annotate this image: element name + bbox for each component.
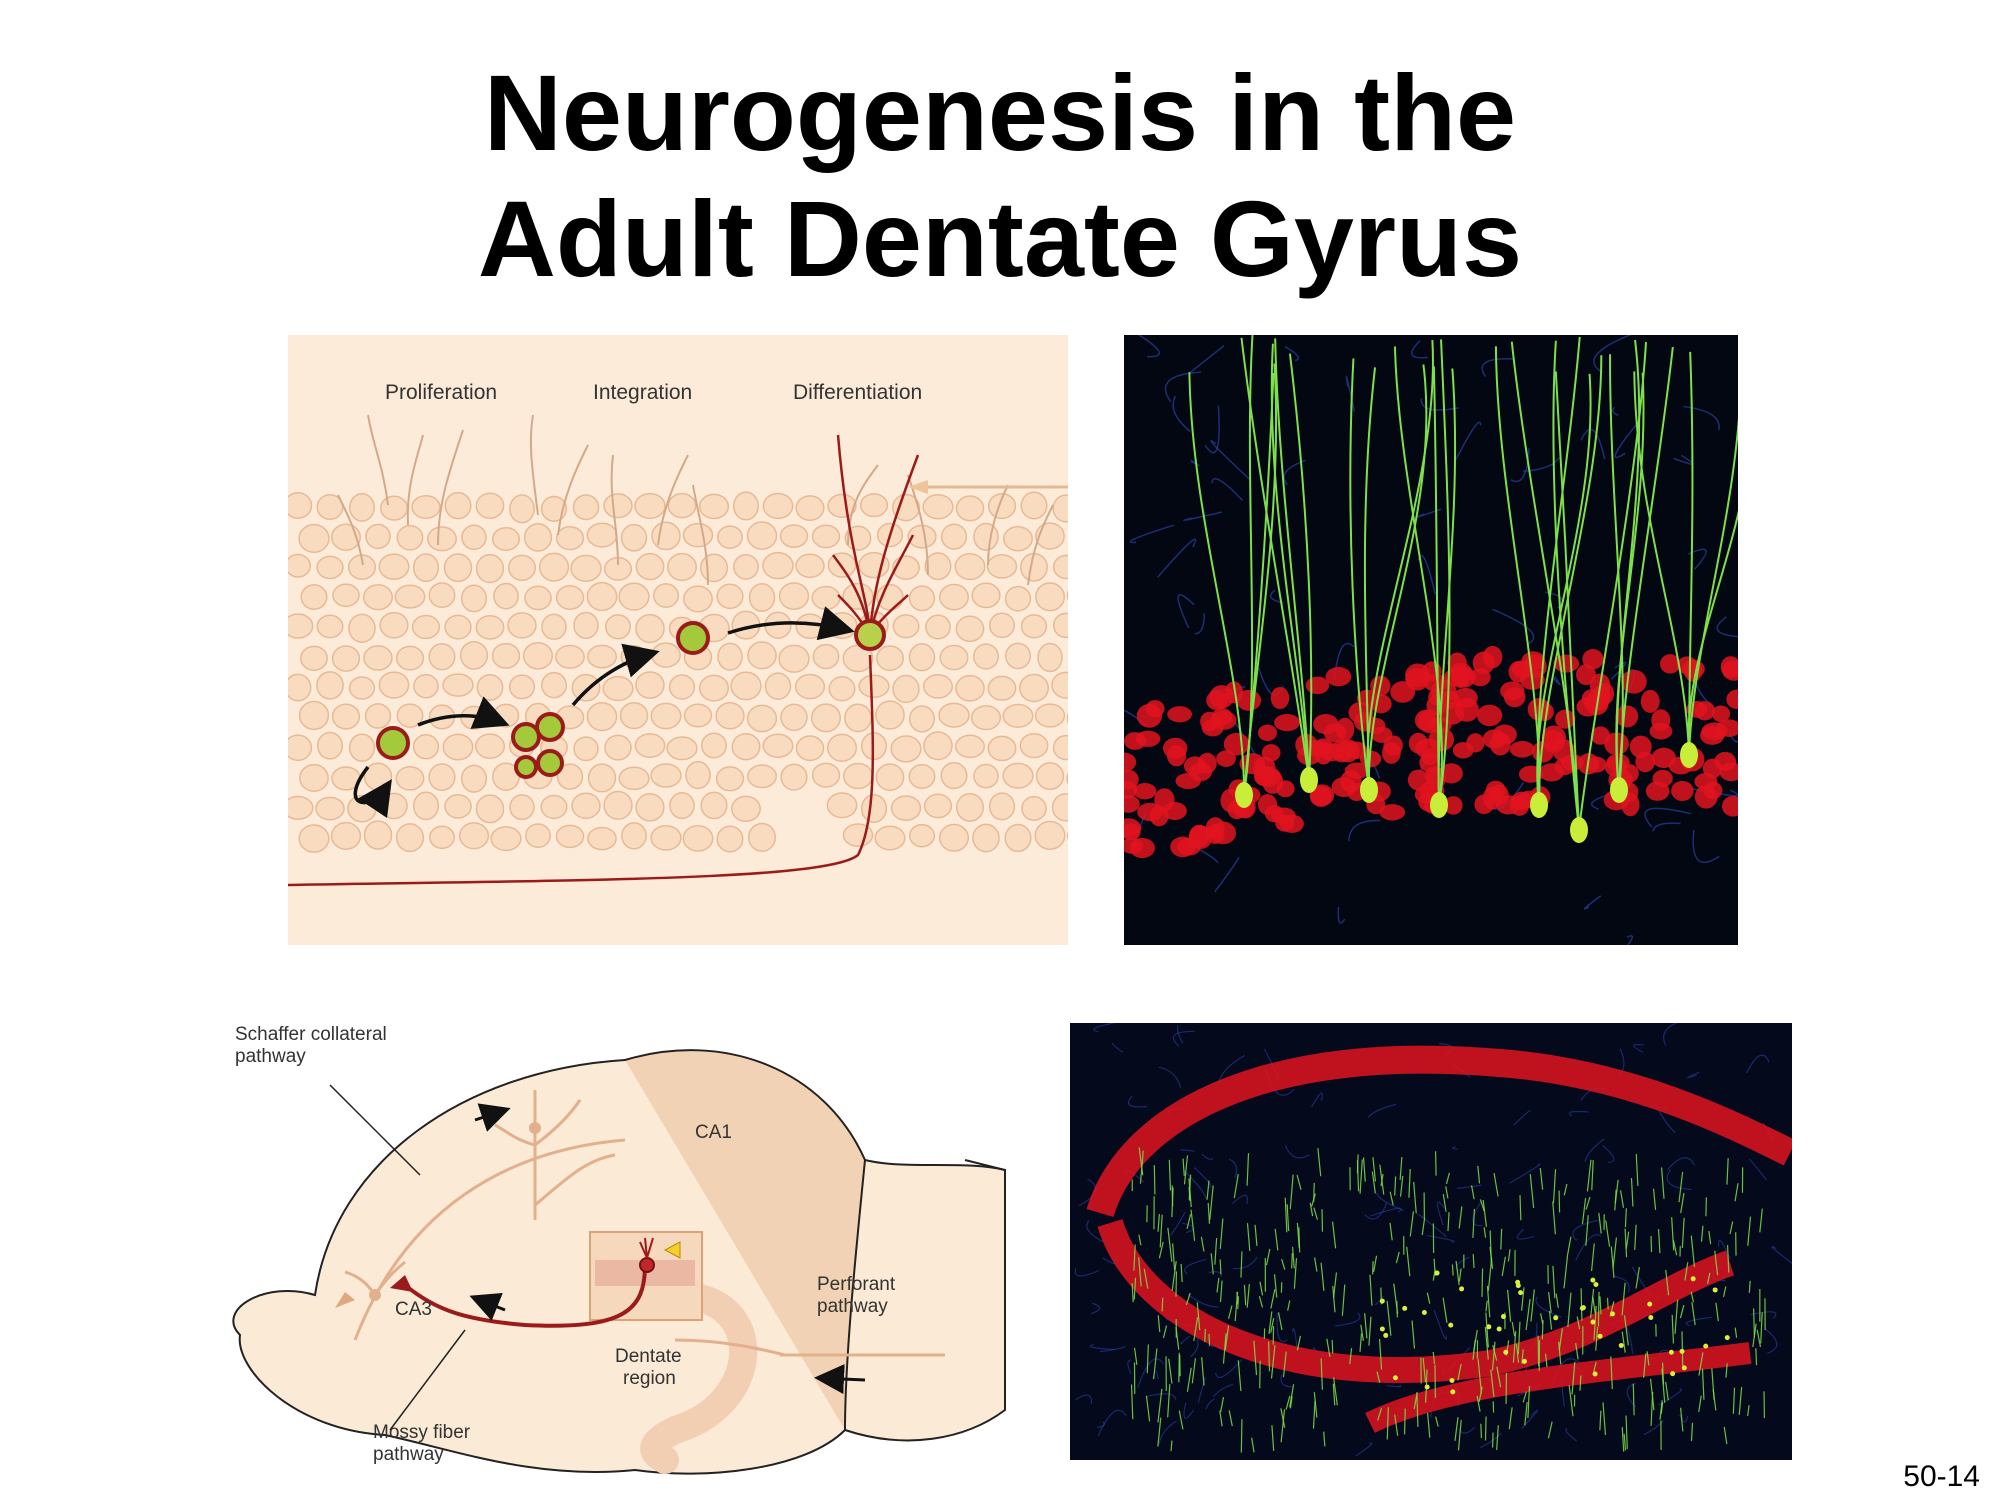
label-perforant-2: pathway: [817, 1296, 888, 1317]
label-dentate-1: Dentate: [615, 1346, 682, 1367]
label-schaffer-1: Schaffer collateral: [235, 1024, 387, 1045]
label-leader-lines: [329, 1084, 466, 1431]
slide-number: 50-14: [1903, 1460, 1980, 1493]
mature-neuron-soma: [854, 619, 886, 651]
dentate-layer: [631, 1281, 758, 1474]
granule-cell-layer: [282, 491, 1098, 853]
neurogenesis-stages-diagram: Proliferation Integration Differentiatio…: [282, 335, 1098, 945]
newborn-neurons-micrograph: [1112, 331, 1760, 977]
title-line-2: Adult Dentate Gyrus: [477, 178, 1523, 299]
label-differentiation: Differentiation: [793, 381, 922, 404]
mossy-fiber-axon: [403, 1264, 647, 1328]
dentate-gyrus-overview-micrograph: [1070, 1019, 1797, 1479]
label-mossy-1: Mossy fiber: [373, 1422, 471, 1443]
label-dentate-2: region: [623, 1368, 676, 1389]
label-integration: Integration: [593, 381, 692, 404]
migration-arrows: [353, 606, 855, 819]
title-line-1: Neurogenesis in the: [483, 52, 1517, 173]
circuit-labels: Schaffer collateral pathway CA1 CA3 Perf…: [235, 1024, 896, 1465]
label-perforant-1: Perforant: [817, 1274, 896, 1295]
label-mossy-2: pathway: [373, 1444, 444, 1465]
slide-title: Neurogenesis in the Adult Dentate Gyrus: [0, 50, 2000, 302]
stage-labels: Proliferation Integration Differentiatio…: [385, 381, 922, 404]
axon-terminal: [908, 480, 928, 494]
circuit-arrows: [469, 1103, 866, 1395]
radial-glia-processes: [337, 414, 1054, 586]
label-proliferation: Proliferation: [385, 381, 497, 404]
hippocampal-circuit-diagram: Schaffer collateral pathway CA1 CA3 Perf…: [205, 1010, 1035, 1480]
label-ca3: CA3: [395, 1299, 432, 1320]
label-ca1: CA1: [695, 1122, 732, 1143]
progenitor-cells: [376, 621, 710, 779]
label-schaffer-2: pathway: [235, 1046, 306, 1067]
